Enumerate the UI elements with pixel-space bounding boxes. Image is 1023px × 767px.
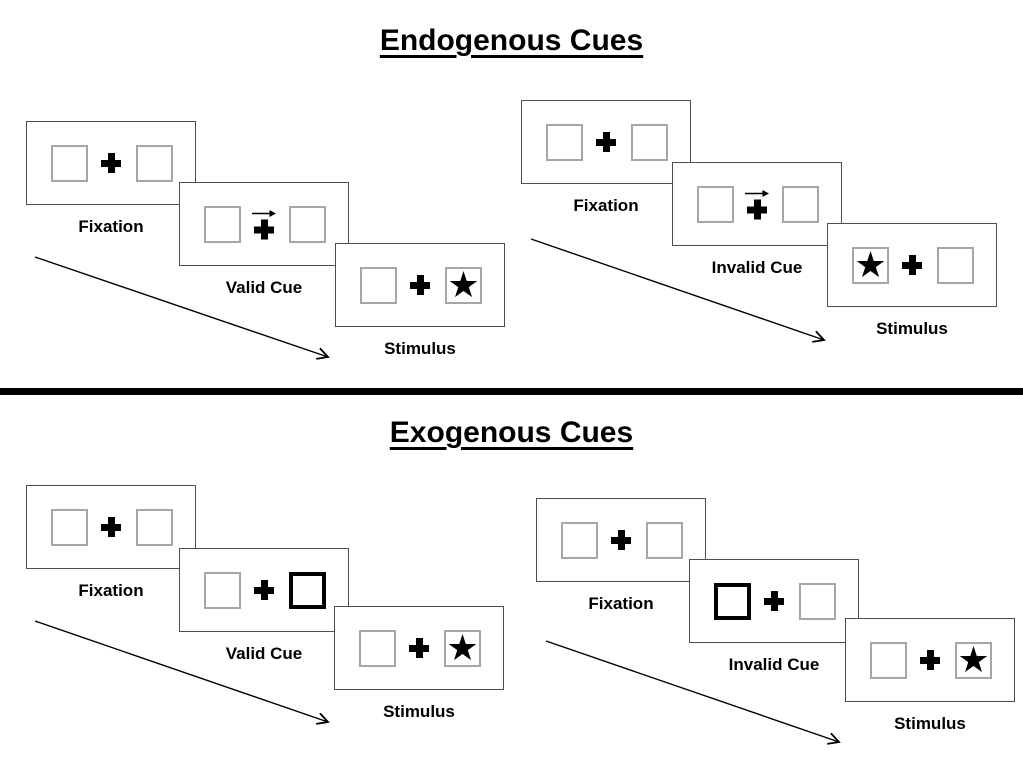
right-box	[937, 247, 974, 284]
left-box-with-star: ★	[852, 247, 889, 284]
frame-label: Stimulus	[876, 319, 948, 338]
frame-label: Fixation	[78, 581, 144, 600]
cue-frame	[672, 162, 842, 246]
fixation-cross-icon	[747, 199, 767, 220]
fixation-cross-icon	[902, 255, 922, 275]
stimulus-frame: ★	[334, 606, 504, 690]
star-stimulus-icon: ★	[957, 639, 990, 680]
frame-label: Fixation	[588, 594, 654, 613]
left-box	[360, 267, 397, 304]
fixation-cross-icon	[101, 517, 121, 537]
frame-label: Stimulus	[383, 702, 455, 721]
section-title-exogenous: Exogenous Cues	[389, 416, 634, 449]
left-box	[51, 145, 88, 182]
frame-label: Valid Cue	[225, 644, 303, 663]
right-box	[136, 145, 173, 182]
frame-label: Stimulus	[384, 339, 456, 358]
right-box-highlight-cue	[289, 572, 326, 609]
left-box	[204, 206, 241, 243]
left-box	[51, 509, 88, 546]
fixation-cross-icon	[409, 638, 429, 658]
frame-label: Invalid Cue	[728, 655, 820, 674]
stimulus-frame: ★	[335, 243, 505, 327]
left-box-highlight-cue	[714, 583, 751, 620]
right-box-with-star: ★	[444, 630, 481, 667]
fixation-cross-icon	[920, 650, 940, 670]
left-box	[561, 522, 598, 559]
right-arrow-cue-icon	[745, 190, 769, 197]
left-box	[870, 642, 907, 679]
fixation-frame	[26, 485, 196, 569]
left-box	[359, 630, 396, 667]
cue-frame	[179, 548, 349, 632]
frame-label: Fixation	[573, 196, 639, 215]
section-title-endogenous: Endogenous Cues	[379, 24, 644, 57]
fixation-cross-icon	[254, 580, 274, 600]
left-box	[204, 572, 241, 609]
fixation-cross-icon	[611, 530, 631, 550]
frame-label: Invalid Cue	[711, 258, 803, 277]
right-box	[289, 206, 326, 243]
left-box	[546, 124, 583, 161]
frame-label: Valid Cue	[225, 278, 303, 297]
fixation-cross-icon	[410, 275, 430, 295]
sequence-arrow-endogenous-valid	[34, 256, 328, 357]
cue-frame	[689, 559, 859, 643]
star-stimulus-icon: ★	[446, 627, 479, 668]
sequence-arrow-endogenous-invalid	[530, 238, 824, 340]
fixation-frame	[26, 121, 196, 205]
fixation-cross-icon	[764, 591, 784, 611]
fixation-cross-icon	[101, 153, 121, 173]
right-arrow-cue-icon	[252, 210, 276, 217]
right-box	[646, 522, 683, 559]
fixation-frame	[521, 100, 691, 184]
fixation-frame	[536, 498, 706, 582]
right-box	[799, 583, 836, 620]
right-box	[782, 186, 819, 223]
right-box-with-star: ★	[955, 642, 992, 679]
star-stimulus-icon: ★	[854, 244, 887, 285]
left-box	[697, 186, 734, 223]
right-box-with-star: ★	[445, 267, 482, 304]
sequence-arrow-exogenous-valid	[34, 620, 328, 722]
right-box	[631, 124, 668, 161]
stimulus-frame: ★	[845, 618, 1015, 702]
cue-frame	[179, 182, 349, 266]
right-box	[136, 509, 173, 546]
fixation-cross-icon	[254, 219, 274, 240]
stimulus-frame: ★	[827, 223, 997, 307]
frame-label: Stimulus	[894, 714, 966, 733]
frame-label: Fixation	[78, 217, 144, 236]
section-divider	[0, 388, 1023, 395]
fixation-cross-icon	[596, 132, 616, 152]
star-stimulus-icon: ★	[447, 264, 480, 305]
